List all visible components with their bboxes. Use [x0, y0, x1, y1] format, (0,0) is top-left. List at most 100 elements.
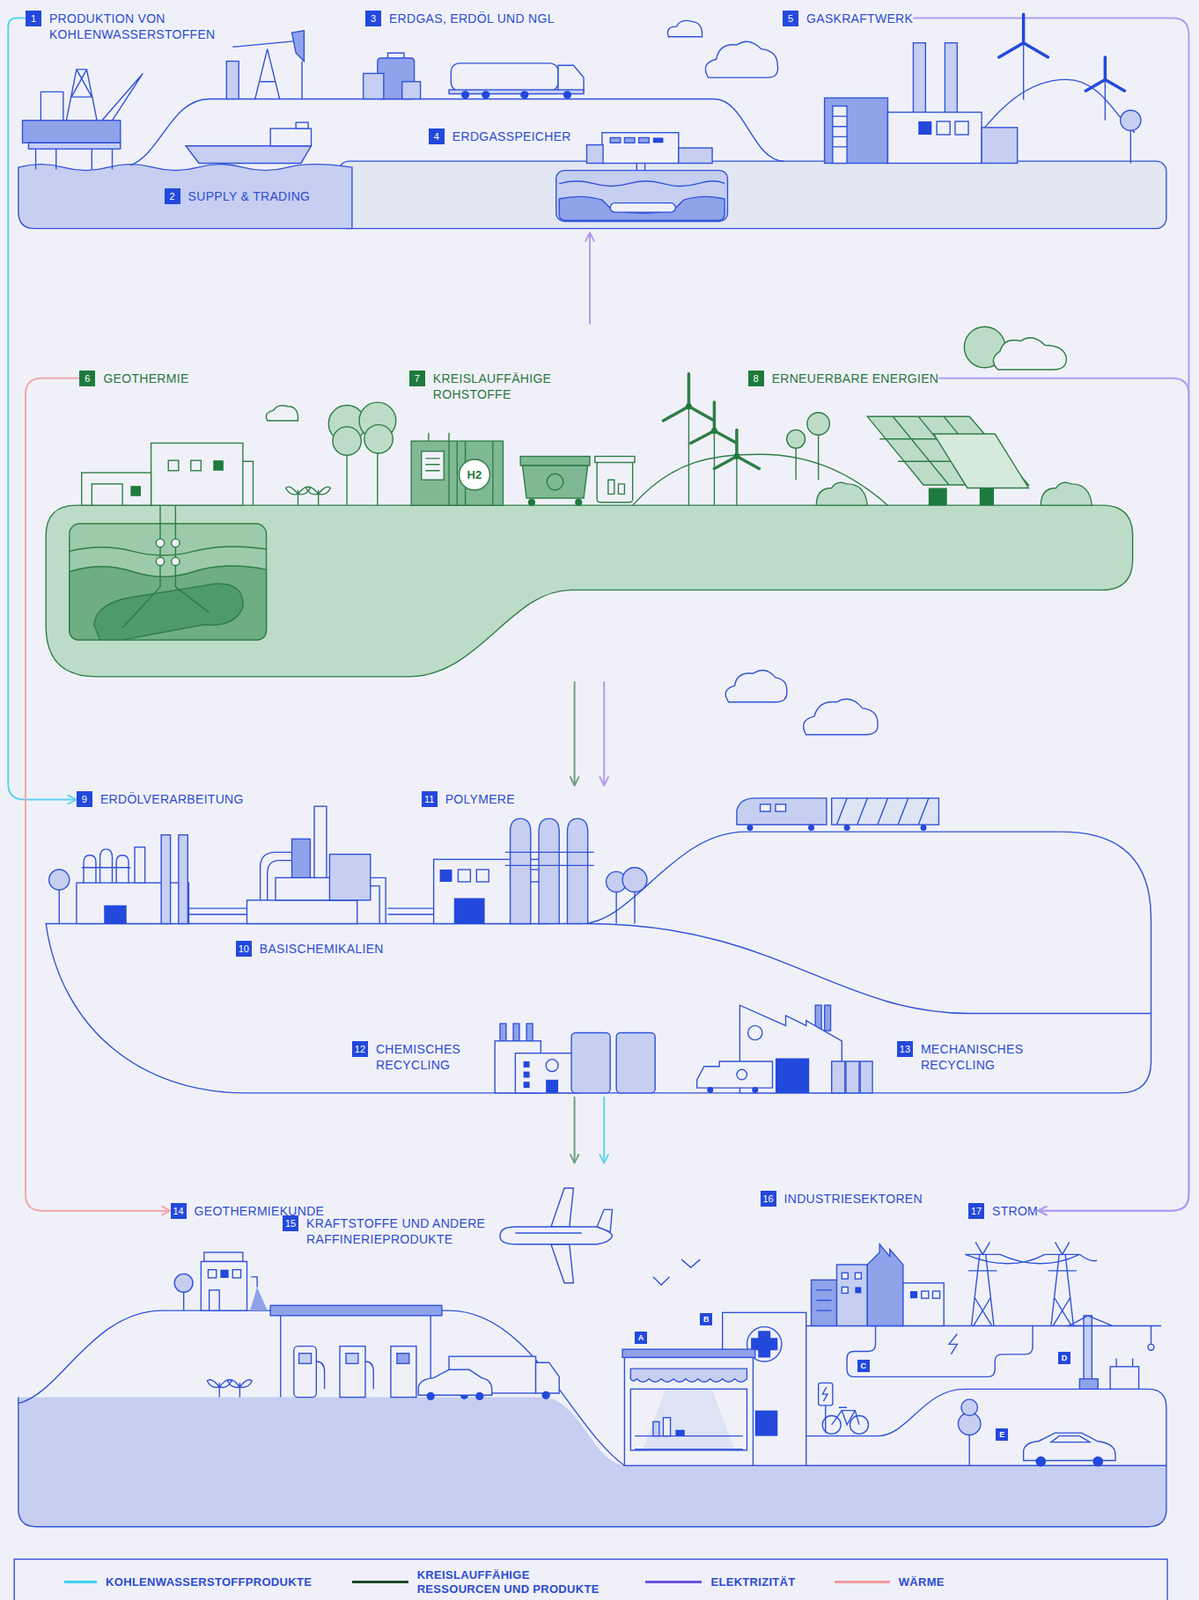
- pumpjack: [226, 30, 304, 100]
- bicycle-charger: [818, 1383, 869, 1435]
- chemical-recycling-plant: [494, 1023, 655, 1094]
- tanker-ship: [295, 122, 309, 129]
- mechanical-recycling-plant: [748, 1025, 763, 1040]
- item-label: STROM: [992, 1203, 1038, 1220]
- wind-turbines: [711, 427, 718, 434]
- geothermal-reservoir: [69, 546, 267, 556]
- electric-car: [1092, 1456, 1104, 1468]
- gas-power-plant: [912, 43, 926, 115]
- freight-train: [831, 797, 940, 824]
- geothermal-reservoir: [155, 538, 164, 547]
- offshore-platform: [66, 69, 97, 121]
- item-label: BASISCHEMIKALIEN: [259, 941, 384, 957]
- callout-number: 6: [79, 370, 96, 387]
- chemical-plant: [188, 806, 434, 924]
- recycling-bins: [596, 461, 633, 502]
- chemical-plant: [292, 838, 311, 878]
- bush: [1040, 482, 1092, 506]
- chemical-recycling-plant: [616, 1032, 655, 1093]
- tree: [968, 1434, 970, 1467]
- callout-letter: B: [699, 1313, 713, 1326]
- house: [250, 1277, 258, 1288]
- airplane: [514, 1233, 582, 1235]
- tank-truck: [558, 65, 584, 92]
- numbered-item: 6GEOTHERMIE: [79, 370, 189, 387]
- wind-turbines: [632, 373, 889, 506]
- blue-ground: [18, 1310, 1167, 1528]
- city: [811, 1280, 838, 1327]
- airplane: [551, 1188, 574, 1228]
- fuel-station: [345, 1353, 359, 1365]
- legend-text: WÄRME: [898, 1575, 945, 1590]
- house: [209, 1290, 221, 1311]
- power-line: [965, 1255, 1098, 1265]
- mechanical-recycling-plant: [845, 1060, 860, 1093]
- tree: [606, 867, 648, 924]
- cloud: [803, 698, 879, 735]
- airplane: [500, 1227, 613, 1245]
- polymer-plant: [510, 818, 531, 924]
- mechanical-recycling-plant: [775, 1058, 810, 1093]
- green-ground: [45, 505, 1133, 677]
- polymer-plant: [433, 818, 595, 924]
- city: [811, 1244, 945, 1327]
- wind-turbines: [632, 454, 889, 506]
- storage-ground: [338, 161, 1167, 229]
- bush: [816, 482, 868, 506]
- callout-number: 4: [428, 128, 445, 145]
- callout-number: 10: [235, 941, 252, 957]
- house: [174, 1252, 267, 1311]
- sun: [963, 326, 1067, 370]
- house: [174, 1274, 193, 1294]
- refinery: [49, 869, 70, 891]
- wind-turbines: [662, 373, 759, 469]
- item-label: ERDÖLVERARBEITUNG: [100, 791, 244, 808]
- supermarket: [630, 1369, 747, 1383]
- legend-swatch: [645, 1581, 703, 1584]
- freight-train: [775, 803, 787, 811]
- numbered-item: 1PRODUKTION VON KOHLENWASSERSTOFFEN: [25, 10, 226, 43]
- callout-number: 1: [25, 10, 42, 27]
- geothermal-reservoir: [69, 523, 267, 640]
- power-line: [965, 1243, 1001, 1327]
- sprouts: [286, 486, 332, 506]
- house: [207, 1270, 216, 1279]
- power-line: [846, 1326, 1033, 1378]
- mechanical-recycling-plant: [824, 1005, 832, 1031]
- geothermal-plant: [191, 460, 202, 471]
- solar-panels: [928, 487, 948, 506]
- landscape-band: 6GEOTHERMIE7KREISLAUFFÄHIGE ROHSTOFFE8ER…: [0, 324, 1199, 683]
- tree: [957, 1399, 981, 1466]
- legend-swatch: [352, 1581, 409, 1584]
- fuel-station: [397, 1353, 410, 1365]
- mechanical-recycling-plant: [860, 1060, 873, 1093]
- wind-turbine: [999, 14, 1126, 121]
- city: [841, 1287, 848, 1295]
- refinery: [161, 834, 170, 924]
- industry-ground: [45, 831, 1151, 1094]
- callout-number: 5: [782, 10, 799, 27]
- flow-arrow: [603, 681, 605, 786]
- offshore-platform: [22, 120, 121, 144]
- tank-truck: [461, 90, 470, 99]
- legend-swatch: [64, 1581, 97, 1584]
- crane: [1079, 1379, 1098, 1391]
- crane: [1110, 1367, 1139, 1391]
- item-label: INDUSTRIESEKTOREN: [784, 1191, 923, 1207]
- cloud: [725, 670, 878, 736]
- item-label: KRAFTSTOFFE UND ANDERE RAFFINERIEPRODUKT…: [306, 1215, 493, 1248]
- tree: [787, 411, 831, 480]
- cloud: [725, 670, 788, 703]
- chemical-plant: [314, 806, 327, 878]
- polymer-plant: [457, 869, 471, 883]
- numbered-item: 7KREISLAUFFÄHIGE ROHSTOFFE: [409, 370, 574, 403]
- geothermal-reservoir: [155, 557, 164, 566]
- tree: [1120, 110, 1141, 131]
- supermarket: [630, 1390, 747, 1452]
- refinery: [76, 882, 190, 924]
- geothermal-plant: [168, 460, 179, 471]
- geothermal-plant: [130, 485, 141, 497]
- fuel-station: [280, 1316, 431, 1398]
- mechanical-recycling-plant: [831, 1060, 846, 1093]
- city: [921, 1291, 929, 1299]
